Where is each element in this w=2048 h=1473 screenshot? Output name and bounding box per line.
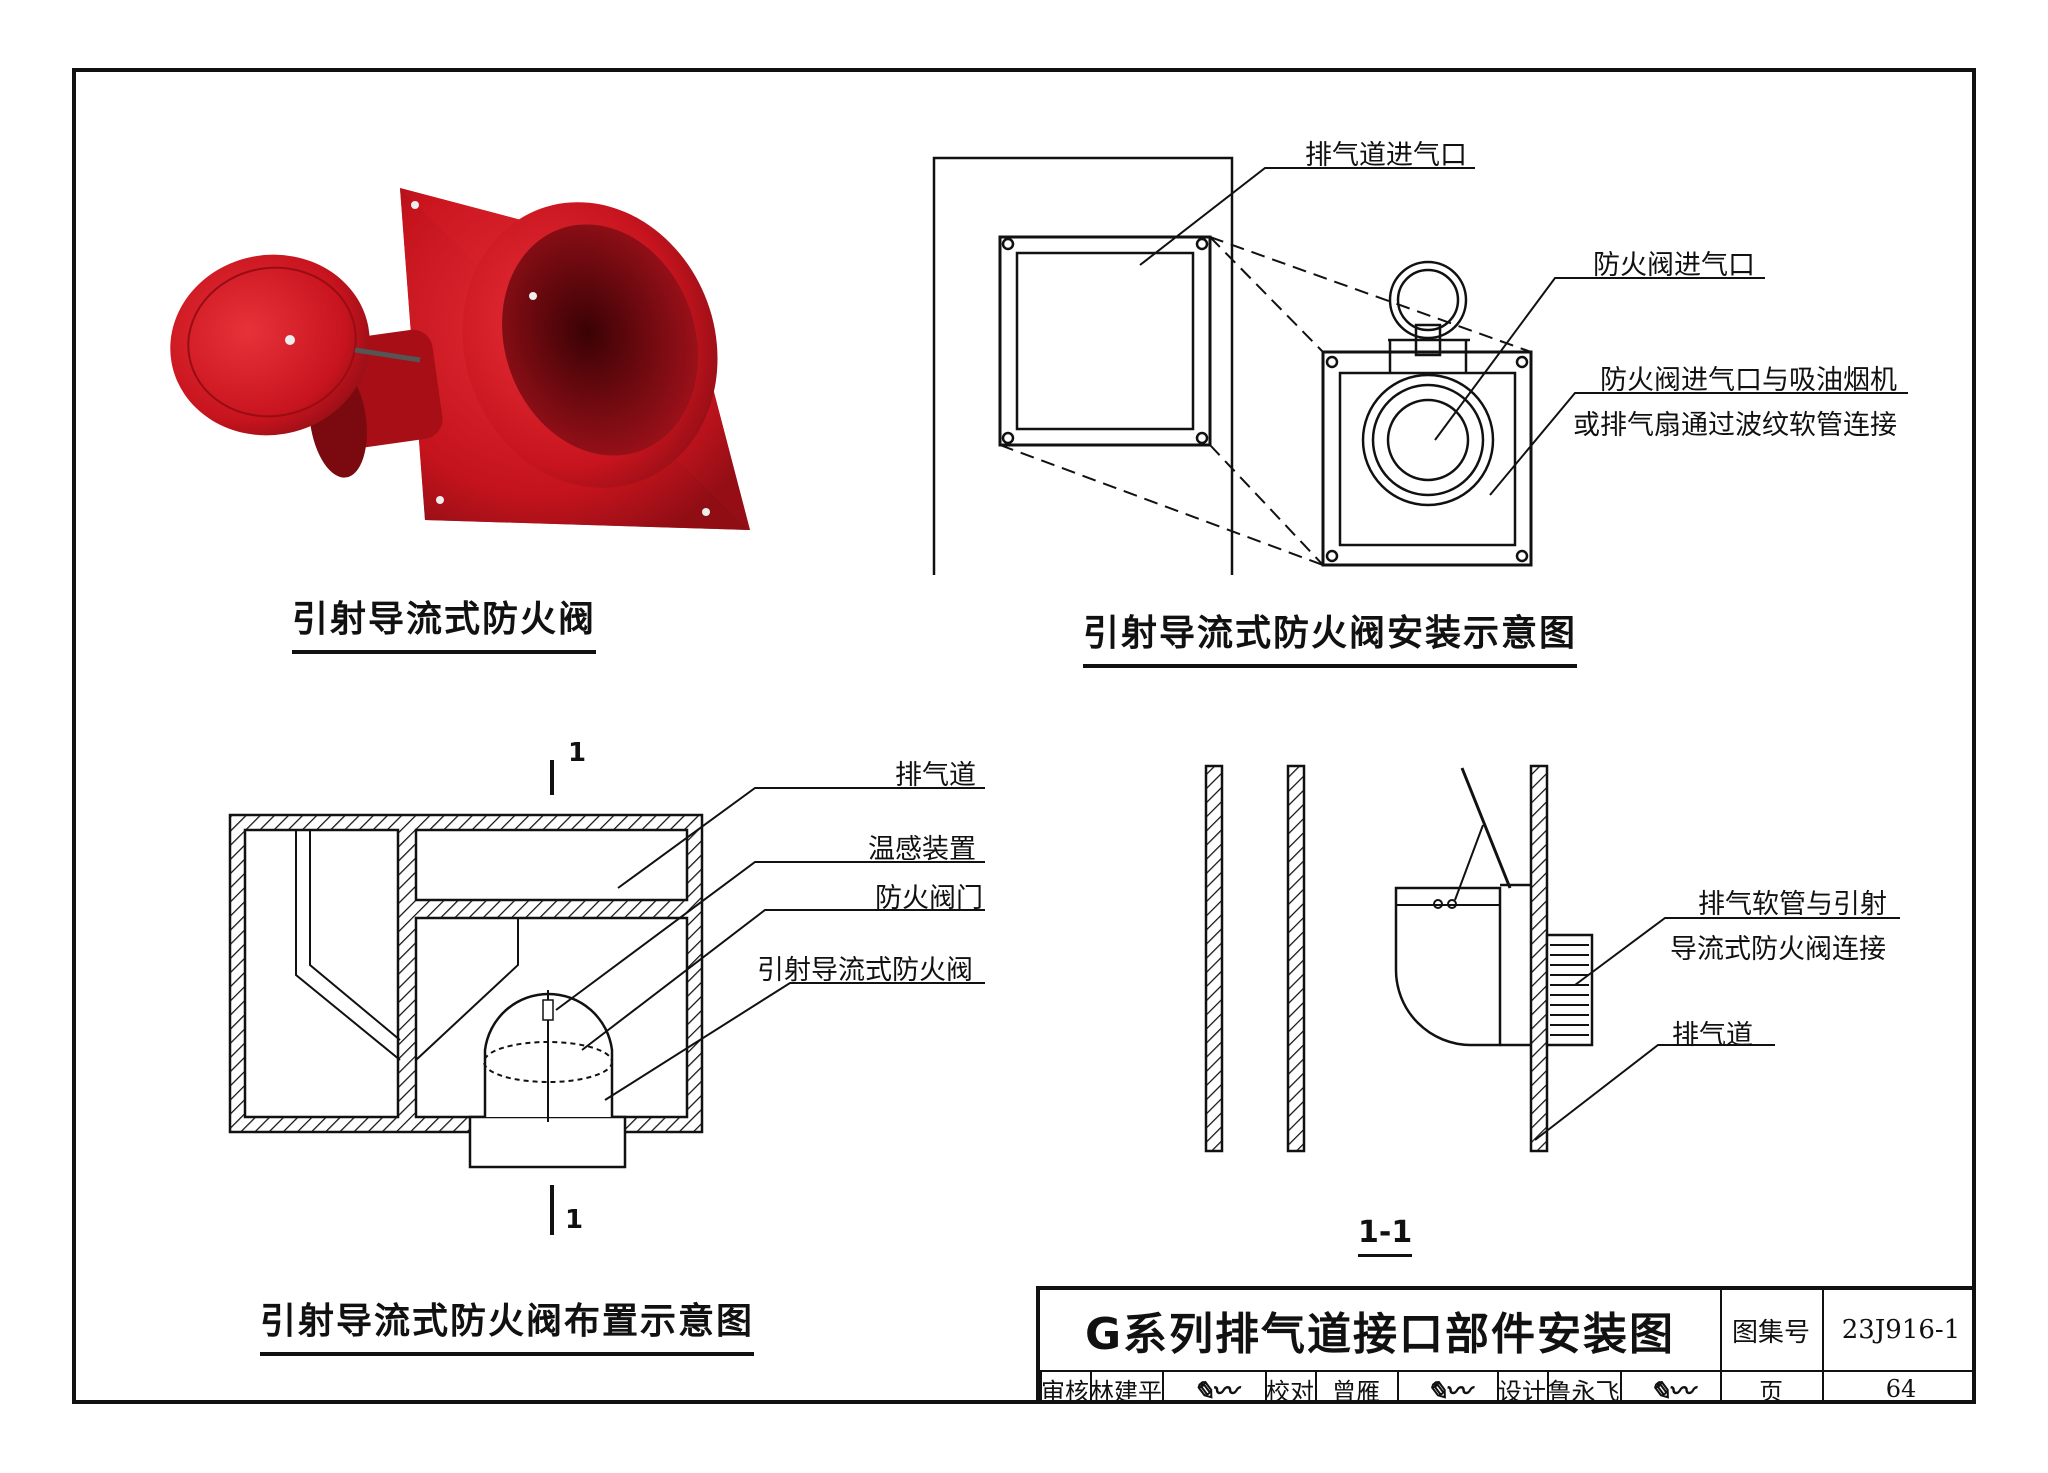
label-connection-note-1: 防火阀进气口与吸油烟机 — [1600, 365, 1897, 396]
section-mark-bottom: 1 — [565, 1205, 584, 1235]
design-name: 鲁永飞 — [1547, 1377, 1620, 1406]
label-valve-inlet: 防火阀进气口 — [1593, 250, 1755, 281]
fire-valve-product-photo — [170, 188, 750, 530]
atlas-label: 图集号 — [1731, 1317, 1810, 1348]
title-block: G系列排气道接口部件安装图 图集号 23J916-1 审核 林建平 ✎〰 校对 … — [1036, 1286, 1976, 1407]
label-layout-exhaust-duct: 排气道 — [895, 760, 976, 791]
section-mark-top: 1 — [568, 738, 587, 768]
section-diagram — [1204, 764, 1900, 1153]
label-section-exhaust-duct: 排气道 — [1672, 1020, 1753, 1051]
photo-caption: 引射导流式防火阀 — [292, 590, 597, 654]
label-duct-inlet: 排气道进气口 — [1305, 140, 1467, 171]
page-label: 页 — [1759, 1377, 1783, 1406]
design-label: 设计 — [1498, 1377, 1546, 1406]
check-signature: ✎〰 — [1426, 1376, 1471, 1407]
review-signature: ✎〰 — [1192, 1376, 1238, 1407]
label-hose-note-2: 导流式防火阀连接 — [1670, 934, 1886, 965]
layout-diagram — [228, 760, 985, 1235]
design-signature: ✎〰 — [1649, 1376, 1694, 1407]
review-name: 林建平 — [1090, 1377, 1162, 1406]
label-hose-note-1: 排气软管与引射 — [1698, 889, 1887, 920]
label-fire-valve-door: 防火阀门 — [875, 883, 983, 914]
page-number: 64 — [1885, 1375, 1917, 1403]
review-label: 审核 — [1041, 1377, 1089, 1406]
drawing-frame — [72, 68, 1976, 1404]
installation-diagram — [932, 156, 1908, 575]
label-ejector-valve: 引射导流式防火阀 — [757, 955, 973, 986]
atlas-number: 23J916-1 — [1841, 1315, 1961, 1345]
check-name: 曾雁 — [1332, 1377, 1380, 1406]
section-caption: 1-1 — [1358, 1215, 1413, 1257]
label-temp-sensor: 温感装置 — [868, 834, 976, 865]
drawing-title: G系列排气道接口部件安装图 — [1084, 1309, 1676, 1360]
check-label: 校对 — [1266, 1377, 1314, 1406]
layout-caption: 引射导流式防火阀布置示意图 — [260, 1292, 755, 1356]
label-connection-note-2: 或排气扇通过波纹软管连接 — [1573, 410, 1897, 441]
install-caption: 引射导流式防火阀安装示意图 — [1083, 604, 1578, 668]
